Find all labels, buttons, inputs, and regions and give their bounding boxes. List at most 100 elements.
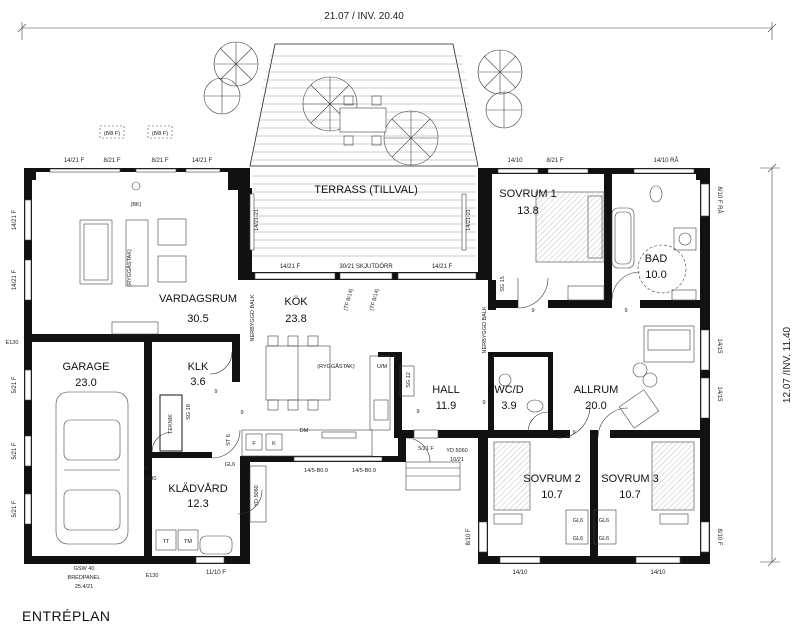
window-label: 8/21 F [546, 158, 563, 164]
tree-icon [203, 41, 259, 115]
dishwasher-label: DM [300, 428, 309, 434]
terrace-table [339, 95, 387, 146]
door-label: 14/21-21 [466, 209, 472, 231]
closet-label: GL6 [599, 536, 609, 542]
top-dimension-text: 21.07 / INV. 20.40 [324, 11, 404, 22]
door-width-label: 9 [416, 409, 419, 415]
ceiling-label: (RYGGÅSTAK) [126, 249, 133, 287]
allrum-name: ALLRUM [574, 384, 619, 396]
right-dimension-line: 12.07 /INV. 11.40 [760, 163, 793, 567]
garage-door-label: BREDPANEL [68, 575, 101, 581]
window-label: 8/21 F [151, 158, 168, 164]
closet-label: SG 15 [500, 276, 506, 292]
window-label: 5/21 F [12, 442, 18, 459]
window-label: 14/10 [650, 570, 666, 576]
window-label: 14/10 [507, 158, 523, 164]
sovrum3-area: 10.7 [619, 489, 640, 501]
furniture [55, 181, 697, 555]
window-label: 14/21 F [12, 209, 18, 230]
kok-area: 23.8 [285, 313, 306, 325]
garage-door-label: 25.4/21 [75, 584, 93, 590]
closet-label: SG 18 [186, 404, 192, 420]
window-label: (8/8 F) [104, 131, 120, 137]
hall-area: 11.9 [436, 400, 457, 412]
window-label: 14/15 [716, 386, 722, 402]
ceiling-label: (RYGGÅSTAK) [317, 363, 355, 370]
oven-label: U/M [377, 364, 388, 370]
dryer-label: TT [163, 539, 170, 545]
door-width-label: 9 [531, 308, 534, 314]
roof-window-label: (TF 8/14) [369, 288, 381, 312]
closet-label: GL6 [599, 518, 609, 524]
window-label: 14/5-B0.9 [304, 468, 328, 474]
wcd-name: WC/D [494, 384, 523, 396]
hall-name: HALL [432, 384, 460, 396]
window-label: 5/21 F [418, 446, 434, 452]
klk-area: 3.6 [190, 376, 205, 388]
fireplace-label: (BK) [131, 202, 142, 208]
tree-icon [477, 49, 523, 129]
teknik-label: TEKNIK [168, 414, 174, 434]
klk-name: KLK [188, 361, 209, 373]
vardagsrum-name: VARDAGSRUM [159, 293, 237, 305]
beam-label: NERBYGGD BALK [482, 306, 488, 353]
door-width-label: 9 [624, 308, 627, 314]
window-label: 11/10 F [206, 570, 226, 576]
door-width-label: 9 [482, 400, 485, 406]
window-label: 14/21 F [280, 264, 301, 270]
sovrum2-area: 10.7 [541, 489, 562, 501]
window-label: 14/10 [512, 570, 528, 576]
fire-rating-label: E130 [146, 573, 159, 579]
bad-area: 10.0 [645, 269, 666, 281]
window-label: 14/21 F [12, 269, 18, 290]
window-label: 8/10 F [716, 528, 722, 545]
sovrum1-area: 13.8 [517, 205, 538, 217]
door-width-label: 9 [240, 410, 243, 416]
freezer-label: K [272, 441, 276, 447]
windows [24, 168, 710, 564]
window-label: 14/21 F [432, 264, 453, 270]
window-label: 5/21 F [12, 500, 18, 517]
closet-label: GL6 [573, 536, 583, 542]
side-door-label: YD 5060 [254, 485, 260, 506]
fridge-label: F [252, 441, 256, 447]
front-door-label: YD 5060 [446, 448, 467, 454]
right-dimension-text: 12.07 /INV. 11.40 [782, 326, 793, 403]
terrace-label: TERRASS (TILLVAL) [314, 184, 418, 196]
garage-area: 23.0 [75, 377, 96, 389]
top-dimension-line: 21.07 / INV. 20.40 [17, 11, 777, 40]
parasol-icon [383, 110, 439, 166]
terrace: TERRASS (TILLVAL) [249, 43, 479, 257]
bad-name: BAD [645, 253, 668, 265]
garage-name: GARAGE [62, 361, 109, 373]
sliding-door-label: 30/21 SKJUTDÖRR [339, 263, 393, 270]
washer-label: TM [184, 539, 192, 545]
vardagsrum-area: 30.5 [187, 313, 208, 325]
window-label: 14/10 RÅ [653, 157, 678, 164]
allrum-area: 20.0 [585, 400, 606, 412]
door-width-label: 9 [610, 430, 613, 436]
sovrum2-name: SOVRUM 2 [523, 473, 580, 485]
interior-walls [24, 168, 700, 564]
window-label: 14/21 F [192, 158, 213, 164]
room-labels: VARDAGSRUM 30.5 KÖK 23.8 GARAGE 23.0 KLK… [62, 188, 667, 510]
beam-label: NERBYGGD BALK [250, 294, 256, 341]
fire-rating-label: E130 [144, 476, 157, 482]
sovrum1-name: SOVRUM 1 [499, 188, 556, 200]
window-label: 5/21 F [12, 376, 18, 393]
kladvard-name: KLÄDVÅRD [168, 482, 227, 495]
closet-label: GL6 [225, 462, 235, 468]
kok-name: KÖK [284, 296, 308, 308]
roof-window-label: (TF 8/14) [343, 288, 355, 312]
window-label: 8/21 F [103, 158, 120, 164]
window-label: 14/15 [716, 338, 722, 354]
sovrum3-name: SOVRUM 3 [601, 473, 658, 485]
doors [151, 271, 641, 515]
window-label: 14/21 F [64, 158, 85, 164]
fire-rating-label: E130 [6, 340, 19, 346]
closet-label: ST 6 [226, 434, 232, 446]
wcd-area: 3.9 [501, 400, 516, 412]
kladvard-area: 12.3 [187, 498, 208, 510]
window-label: (8/8 F) [152, 131, 168, 137]
